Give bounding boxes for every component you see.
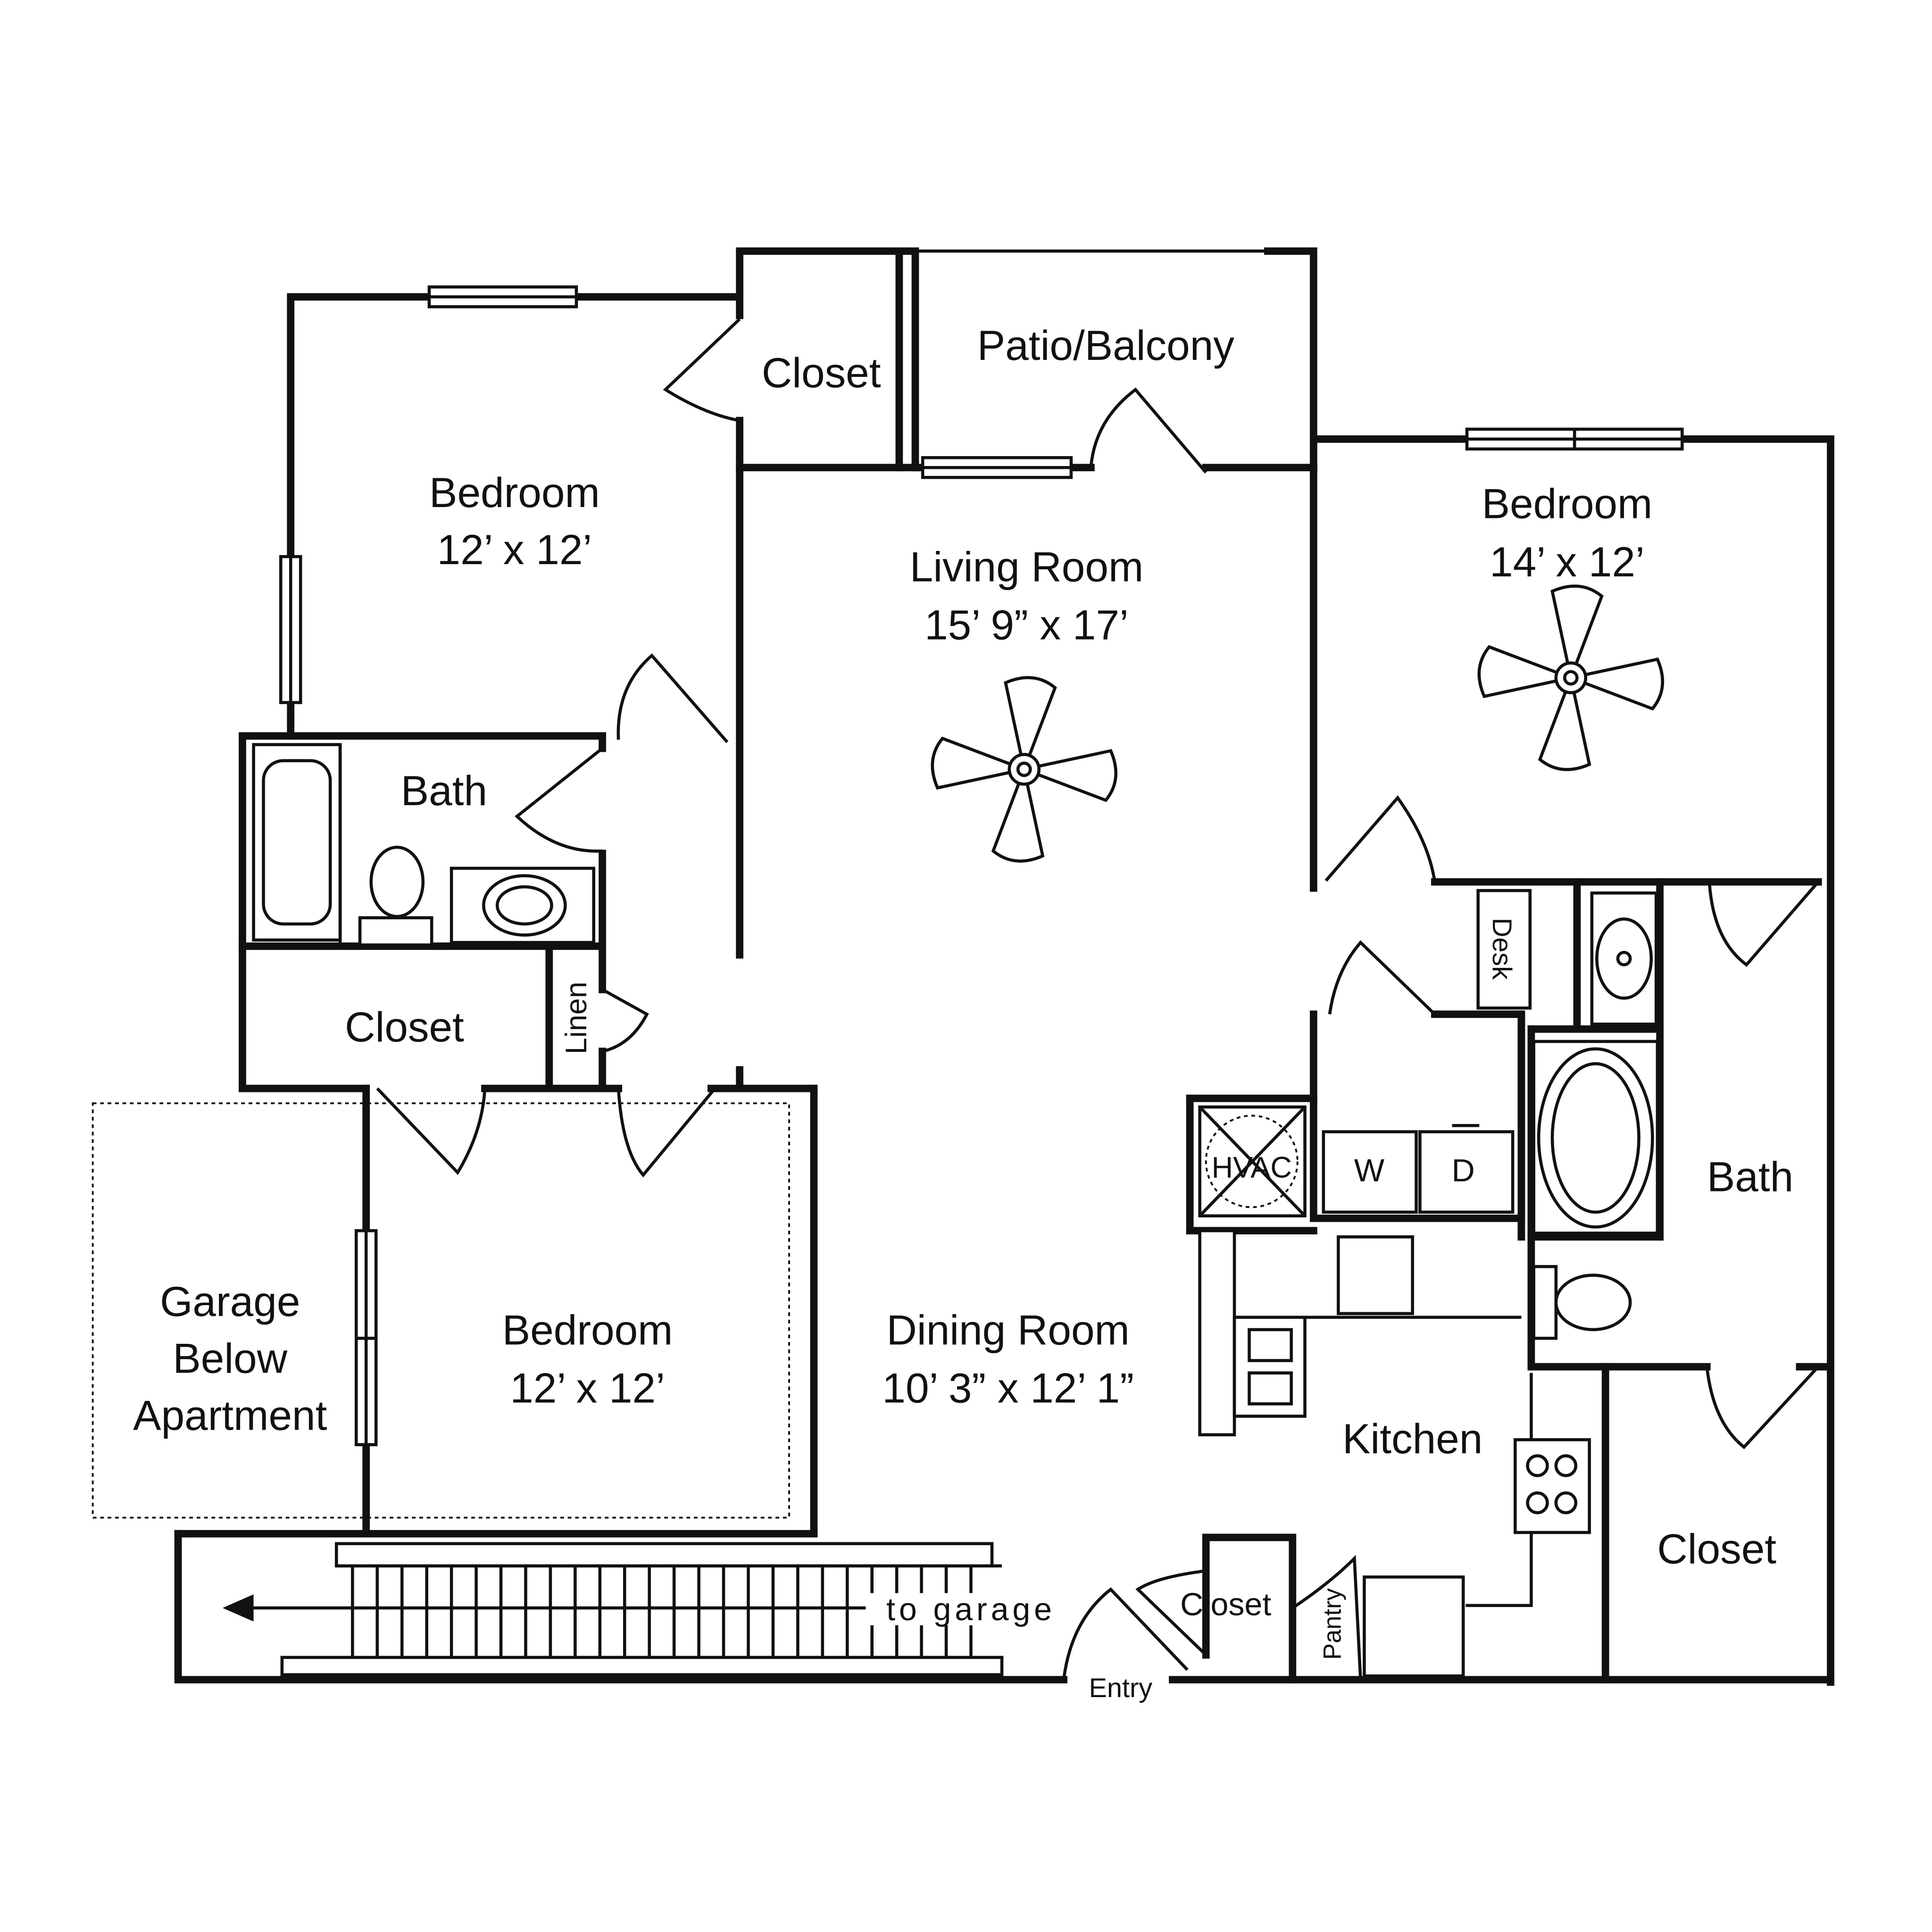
arrow-left-icon xyxy=(223,1594,254,1622)
walls xyxy=(174,247,1834,1686)
entry-label: Entry xyxy=(1089,1673,1152,1703)
bedroom-ne-name: Bedroom xyxy=(1482,480,1653,527)
washer-label: W xyxy=(1354,1152,1385,1188)
pantry-label: Pantry xyxy=(1319,1588,1347,1660)
labels: Bedroom 12’ x 12’ Closet Patio/Balcony L… xyxy=(133,322,1793,1703)
ceiling-fan-icon xyxy=(1477,584,1664,771)
garage-line1: Garage xyxy=(160,1278,300,1325)
patio-label: Patio/Balcony xyxy=(977,322,1235,369)
dining-room-name: Dining Room xyxy=(887,1306,1130,1353)
garage-outline xyxy=(92,1102,790,1519)
windows xyxy=(279,250,1684,1447)
closet-w-label: Closet xyxy=(345,1003,464,1050)
bath-w-label: Bath xyxy=(401,767,487,814)
bath-e-label: Bath xyxy=(1707,1153,1793,1200)
to-garage-label: to garage xyxy=(886,1591,1056,1627)
bedroom-sw-name: Bedroom xyxy=(502,1306,673,1353)
door-swings xyxy=(376,318,1820,1680)
desk-label: Desk xyxy=(1487,918,1517,980)
bedroom-nw-name: Bedroom xyxy=(429,469,600,516)
dryer-label: D xyxy=(1452,1152,1475,1188)
bedroom-nw-size: 12’ x 12’ xyxy=(437,526,592,573)
ceiling-fan-icon xyxy=(931,676,1117,863)
kitchen-label: Kitchen xyxy=(1342,1415,1482,1462)
hvac-label: HVAC xyxy=(1212,1151,1292,1184)
closet-entry-label: Closet xyxy=(1180,1587,1271,1623)
garage-line3: Apartment xyxy=(133,1391,327,1439)
fixtures xyxy=(252,743,1659,1678)
stairs xyxy=(223,1542,1064,1676)
living-room-size: 15’ 9” x 17’ xyxy=(924,601,1129,649)
dining-room-size: 10’ 3” x 12’ 1” xyxy=(882,1365,1133,1412)
linen-label: Linen xyxy=(560,982,593,1054)
closet-top-label: Closet xyxy=(762,349,881,396)
living-room-name: Living Room xyxy=(910,543,1143,590)
closet-se-label: Closet xyxy=(1657,1525,1776,1573)
bedroom-sw-size: 12’ x 12’ xyxy=(510,1365,665,1412)
bedroom-ne-size: 14’ x 12’ xyxy=(1490,538,1645,585)
garage-line2: Below xyxy=(173,1335,287,1382)
